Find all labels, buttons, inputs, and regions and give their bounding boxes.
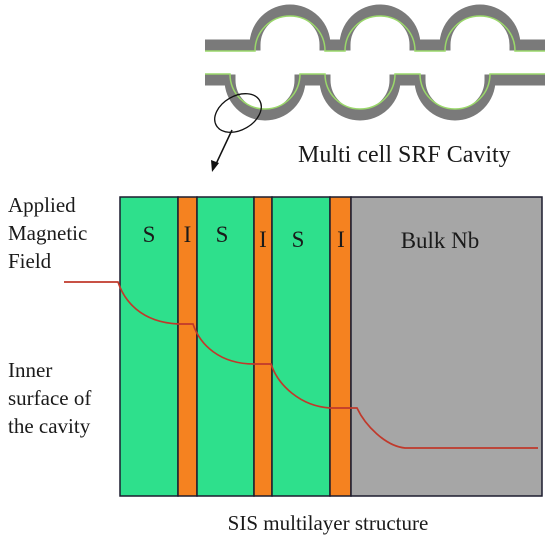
layer-s1-label: S	[143, 222, 156, 247]
layer-s3-label: S	[292, 227, 305, 252]
svg-text:surface of: surface of	[8, 386, 91, 410]
layer-s2-label: S	[216, 222, 229, 247]
layer-bulk	[350, 196, 543, 497]
layer-bulk-label: Bulk Nb	[401, 228, 480, 253]
cavity-bottom-coating	[205, 73, 545, 110]
layer-i3-label: I	[337, 227, 345, 252]
cavity-top-wall	[205, 4, 545, 51]
cavity-label: Multi cell SRF Cavity	[298, 142, 511, 168]
svg-text:Applied: Applied	[8, 193, 76, 217]
applied-field-label: Applied Magnetic Field	[8, 193, 87, 273]
field-decay-curve	[64, 281, 538, 449]
svg-text:Magnetic: Magnetic	[8, 221, 87, 245]
layer-i1-label: I	[184, 222, 192, 247]
svg-text:Field: Field	[8, 249, 52, 273]
cavity-top-coating	[205, 15, 545, 52]
magnifier-ellipse	[214, 93, 262, 133]
layer-s1	[119, 196, 179, 497]
svg-text:Inner: Inner	[8, 358, 52, 382]
layer-s3	[271, 196, 331, 497]
cavity-bottom-wall	[205, 74, 545, 121]
pointer-arrowhead	[211, 160, 219, 172]
layer-stack: S I S I S I Bulk Nb	[119, 196, 543, 497]
cavity-illustration: Multi cell SRF Cavity	[205, 4, 545, 172]
pointer-arrow-line	[215, 129, 233, 165]
layer-i2-label: I	[259, 227, 267, 252]
svg-text:the cavity: the cavity	[8, 414, 91, 438]
diagram-caption: SIS multilayer structure	[228, 511, 429, 535]
inner-surface-label: Inner surface of the cavity	[8, 358, 91, 438]
